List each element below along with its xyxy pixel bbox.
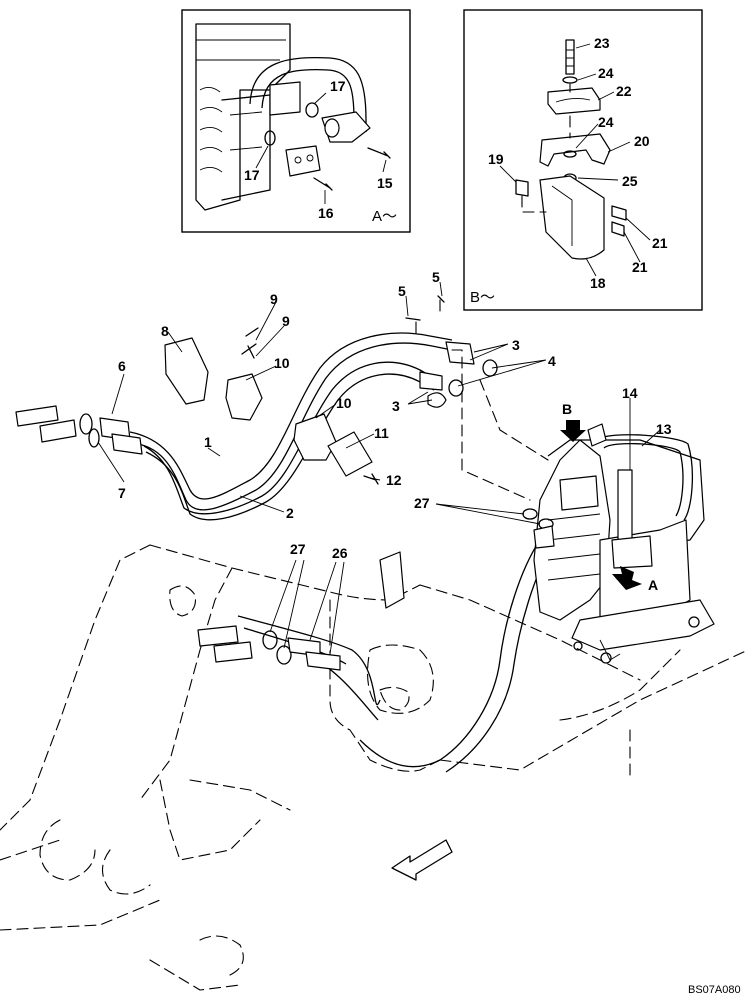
callout-1: 1 [204,434,212,450]
callout-10-lower: 10 [336,395,352,411]
inset-a-frame [181,9,411,233]
view-b-arrow [560,420,586,442]
callout-16: 16 [318,205,334,221]
callout-20: 20 [634,133,650,149]
inset-view-a: 17 17 15 16 A～ [181,9,411,233]
callout-5-left: 5 [398,283,406,299]
view-marker-a: A [648,577,658,593]
callout-9-upper: 9 [270,291,278,307]
callout-2: 2 [286,505,294,521]
front-direction-arrow [391,839,453,881]
callout-5-right: 5 [432,269,440,285]
callout-21-lower: 21 [632,259,648,275]
boom-outline [0,544,748,991]
callout-3-upper: 3 [512,337,520,353]
callout-21-upper: 21 [652,235,668,251]
callout-7: 7 [118,485,126,501]
callout-14: 14 [622,385,638,401]
main-assembly-view: B A 1 2 3 3 4 5 5 6 7 8 [0,269,748,991]
callout-13: 13 [656,421,672,437]
callout-10-upper: 10 [274,355,290,371]
inset-b-view-label: B～ [470,289,495,306]
callout-24-lower: 24 [598,114,614,130]
left-fittings [15,405,341,671]
hose-clamps [164,327,379,485]
view-marker-b: B [562,401,572,417]
callout-27-lower: 27 [290,541,306,557]
callout-9-lower: 9 [282,313,290,329]
callout-17-upper: 17 [330,78,346,94]
callout-26: 26 [332,545,348,561]
callout-12: 12 [386,472,402,488]
hose-assembly [129,332,553,773]
callout-11: 11 [374,425,389,441]
control-valve [522,423,715,664]
drawing-code: BS07A080 [688,984,741,996]
callout-4: 4 [548,353,556,369]
boom-bracket [379,551,405,609]
inset-b-frame [463,9,703,311]
callout-19: 19 [488,151,504,167]
callout-22: 22 [616,83,632,99]
callout-24-upper: 24 [598,65,614,81]
callout-17-lower: 17 [244,167,260,183]
callout-23: 23 [594,35,610,51]
callout-15: 15 [377,175,393,191]
callout-3-lower: 3 [392,398,400,414]
callout-27-upper: 27 [414,495,430,511]
upper-right-fittings [405,295,498,408]
inset-view-b: 23 24 22 24 20 19 25 21 21 18 B～ [463,9,703,311]
callout-6: 6 [118,358,126,374]
callout-25: 25 [622,173,638,189]
inset-a-view-label: A～ [372,208,397,225]
callout-8: 8 [161,323,169,339]
callout-18: 18 [590,275,606,291]
view-a-arrow [612,566,642,590]
